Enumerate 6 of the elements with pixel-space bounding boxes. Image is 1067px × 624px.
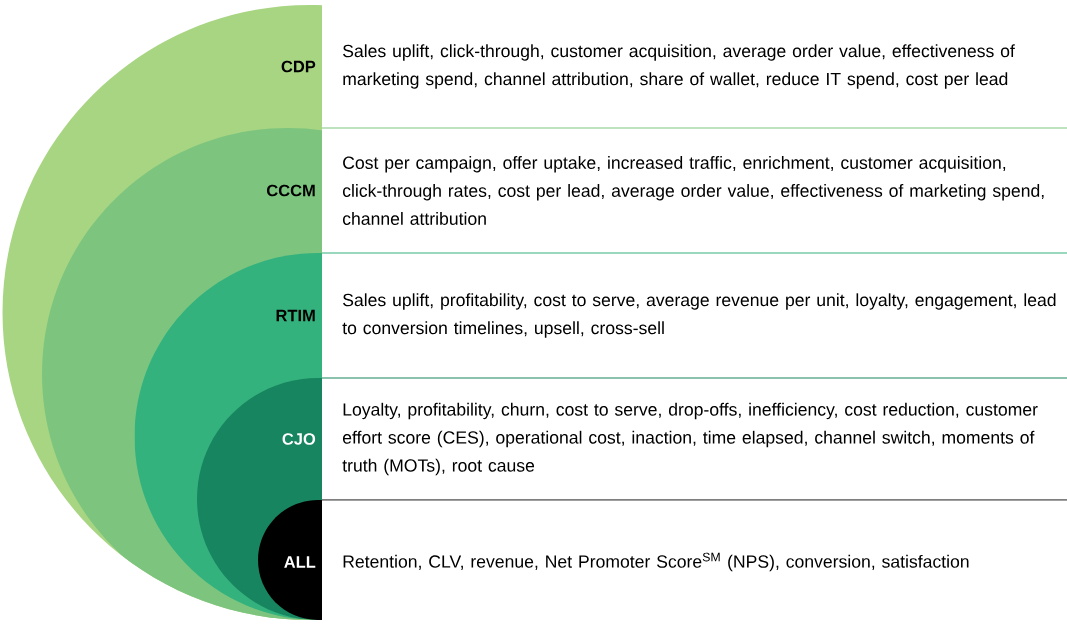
description-text: Sales uplift, profitability, cost to serve, average revenue per unit, loyalty, engagement, lead to conversion timelines, upsell, cross-sell (342, 293, 1056, 338)
description-text: Retention, CLV, revenue, Net Promoter Score$^{SM}$ (NPS), conversion, satisfaction (343, 552, 969, 572)
description-text: Loyalty, profitability, churn, cost to serve, drop-offs, inefficiency, cost reduction, customer effort score (CES), operational cost, inaction, time elapsed, channel switch, moments of truth (MOTs), root cause (342, 402, 1038, 476)
ring-segment: ALL (258, 500, 322, 620)
description-text: Cost per campaign, offer uptake, increased traffic, enrichment, customer acquisition, click-through rates, cost per lead, average order value, effectiveness of marketing spend, channel attribution (342, 156, 1044, 225)
description-text: Sales uplift, click-through, customer acquisition, average order value, effectiveness of marketing spend, channel attribution, share of wallet, reduce IT spend, cost per lead (343, 44, 1015, 89)
